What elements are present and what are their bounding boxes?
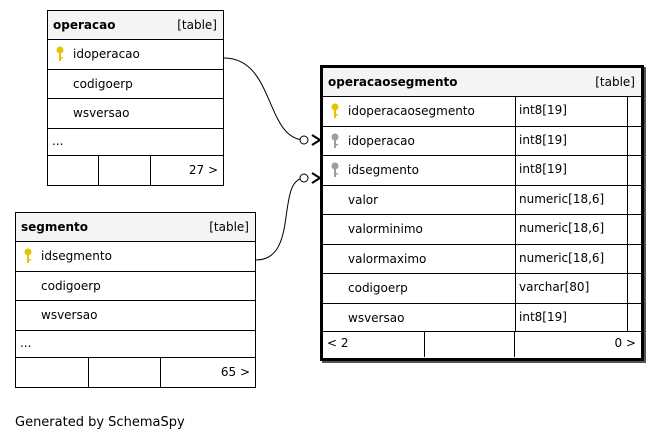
- column-row[interactable]: valormaximo numeric[18,6]: [323, 244, 641, 274]
- column-name: idoperacaosegmento: [348, 104, 475, 118]
- column-type: numeric[18,6]: [515, 215, 627, 244]
- column-name: idoperacao: [73, 47, 140, 61]
- column-spacer: [627, 156, 641, 185]
- zero-or-many-marker: [299, 135, 309, 145]
- column-name: wsversao: [73, 106, 130, 120]
- crowfoot-marker: [311, 172, 322, 184]
- table-footer: 27 >: [48, 155, 223, 185]
- table-name: operacaosegmento: [328, 75, 458, 89]
- relationship-operacao-link: [223, 57, 306, 141]
- column-row[interactable]: wsversao int8[19]: [323, 303, 641, 332]
- footer-cell-parents: [16, 357, 89, 387]
- footer-cell-middle: [89, 357, 161, 387]
- crowfoot-marker: [311, 134, 322, 146]
- column-row[interactable]: idoperacaosegmento int8[19]: [323, 97, 641, 127]
- table-kind: [table]: [595, 75, 635, 89]
- generated-by-note: Generated by SchemaSpy: [15, 415, 185, 430]
- footer-cell-middle: [99, 155, 151, 185]
- column-name: codigoerp: [348, 281, 408, 295]
- column-name: valormaximo: [348, 251, 427, 266]
- table-segmento[interactable]: segmento [table] idsegmento codigoerp ws…: [15, 212, 256, 388]
- footer-cell-middle: [425, 331, 515, 357]
- column-row[interactable]: idoperacao: [48, 40, 223, 70]
- column-spacer: [627, 274, 641, 303]
- table-name: operacao: [53, 18, 116, 32]
- table-kind: [table]: [177, 18, 217, 32]
- column-row[interactable]: codigoerp varchar[80]: [323, 274, 641, 304]
- column-row[interactable]: wsversao: [48, 99, 223, 129]
- primary-key-icon: [56, 46, 64, 61]
- table-kind: [table]: [209, 220, 249, 234]
- column-spacer: [627, 303, 641, 331]
- foreign-key-icon: [331, 162, 339, 177]
- children-count[interactable]: 0 >: [614, 335, 636, 350]
- column-spacer: [627, 185, 641, 214]
- column-row[interactable]: codigoerp: [48, 70, 223, 99]
- column-name: valorminimo: [348, 222, 423, 236]
- column-name: codigoerp: [41, 278, 101, 293]
- column-row[interactable]: valor numeric[18,6]: [323, 185, 641, 215]
- table-header[interactable]: operacao [table]: [48, 11, 223, 40]
- foreign-key-icon: [331, 133, 339, 148]
- column-type: int8[19]: [515, 156, 627, 185]
- table-footer: 65 >: [16, 357, 255, 387]
- column-name: codigoerp: [73, 76, 133, 91]
- primary-key-icon: [331, 103, 339, 118]
- table-header[interactable]: segmento [table]: [16, 213, 255, 242]
- column-spacer: [627, 97, 641, 126]
- parents-count[interactable]: < 2: [327, 335, 349, 350]
- more-columns-text: ...: [20, 335, 32, 350]
- column-name: idsegmento: [348, 163, 419, 177]
- zero-or-many-marker: [299, 173, 309, 183]
- column-name: wsversao: [348, 310, 405, 325]
- column-type: int8[19]: [515, 97, 627, 126]
- column-type: int8[19]: [515, 126, 627, 155]
- column-type: numeric[18,6]: [515, 185, 627, 214]
- relationship-segmento-link: [255, 177, 306, 261]
- column-row[interactable]: idoperacao int8[19]: [323, 126, 641, 156]
- column-type: varchar[80]: [515, 274, 627, 303]
- children-count[interactable]: 65 >: [220, 364, 250, 379]
- column-row[interactable]: idsegmento int8[19]: [323, 156, 641, 186]
- column-row[interactable]: codigoerp: [16, 272, 255, 301]
- table-footer: < 2 0 >: [323, 331, 641, 357]
- table-name: segmento: [21, 220, 89, 234]
- table-operacaosegmento[interactable]: operacaosegmento [table] idoperacaosegme…: [320, 65, 644, 361]
- column-type: int8[19]: [515, 303, 627, 331]
- children-count[interactable]: 27 >: [188, 162, 218, 177]
- footer-cell-parents: [323, 331, 425, 357]
- more-columns-text: ...: [52, 133, 64, 148]
- table-header[interactable]: operacaosegmento [table]: [323, 68, 641, 97]
- column-spacer: [627, 126, 641, 155]
- column-name: idsegmento: [41, 249, 112, 263]
- column-row[interactable]: idsegmento: [16, 242, 255, 272]
- table-operacao[interactable]: operacao [table] idoperacao codigoerp ws…: [47, 10, 224, 186]
- column-name: wsversao: [41, 308, 98, 322]
- more-columns: ...: [48, 129, 223, 156]
- column-spacer: [627, 244, 641, 273]
- column-row[interactable]: valorminimo numeric[18,6]: [323, 215, 641, 245]
- column-spacer: [627, 215, 641, 244]
- footer-cell-parents: [48, 155, 99, 185]
- column-name: valor: [348, 192, 379, 207]
- column-name: idoperacao: [348, 133, 415, 148]
- column-row[interactable]: wsversao: [16, 301, 255, 331]
- column-type: numeric[18,6]: [515, 244, 627, 273]
- primary-key-icon: [24, 248, 32, 263]
- more-columns: ...: [16, 331, 255, 358]
